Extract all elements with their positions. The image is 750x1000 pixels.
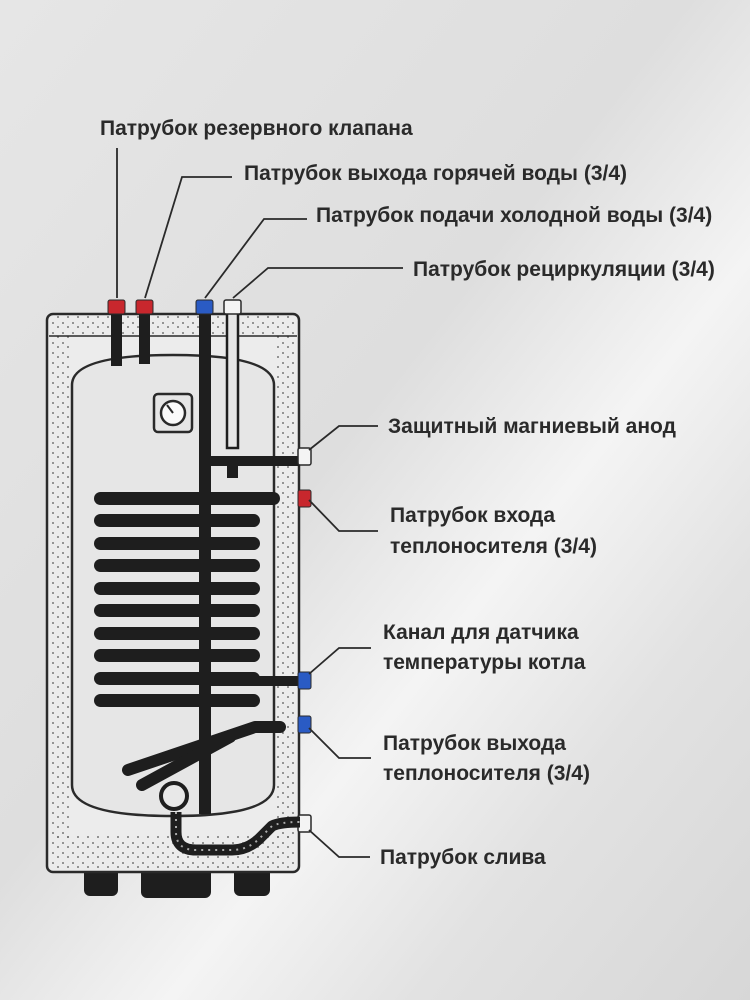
reserve-valve-tube	[111, 302, 122, 366]
boiler-feet	[84, 866, 270, 898]
bottom-port	[159, 781, 189, 811]
heat-exchanger-coil	[94, 492, 280, 707]
recirculation-fitting	[223, 299, 242, 315]
label-coolant-inlet-line1: Патрубок входа	[390, 504, 556, 527]
reserve-valve-fitting	[107, 299, 126, 315]
label-recirculation: Патрубок рециркуляции (3/4)	[413, 258, 715, 281]
coolant-inlet-fitting	[297, 489, 312, 508]
label-boiler-sensor-line1: Канал для датчика	[383, 621, 579, 644]
label-boiler-sensor-line2: температуры котла	[383, 651, 586, 674]
label-hot-water-outlet: Патрубок выхода горячей воды (3/4)	[244, 162, 628, 185]
label-coolant-outlet-line1: Патрубок выхода	[383, 732, 566, 755]
label-coolant-outlet-line2: теплоносителя (3/4)	[383, 762, 590, 785]
hot-water-tube	[139, 302, 150, 364]
label-magnesium-anode: Защитный магниевый анод	[388, 415, 676, 438]
label-drain: Патрубок слива	[380, 846, 546, 869]
boiler-sensor-fitting	[297, 671, 312, 690]
thermometer-icon	[152, 392, 194, 434]
label-reserve-valve: Патрубок резервного клапана	[100, 117, 413, 140]
hot-water-fitting	[135, 299, 154, 315]
label-cold-water-inlet: Патрубок подачи холодной воды (3/4)	[316, 204, 713, 227]
coolant-outlet-fitting	[297, 715, 312, 734]
cold-water-tube	[199, 302, 300, 814]
coil-outlet-pipe	[122, 721, 286, 791]
label-coolant-inlet-line2: теплоносителя (3/4)	[390, 535, 597, 558]
magnesium-anode-fitting	[297, 447, 312, 466]
cold-water-fitting	[195, 299, 214, 315]
leader-lines	[116, 148, 403, 858]
drain-pipe	[170, 812, 301, 856]
